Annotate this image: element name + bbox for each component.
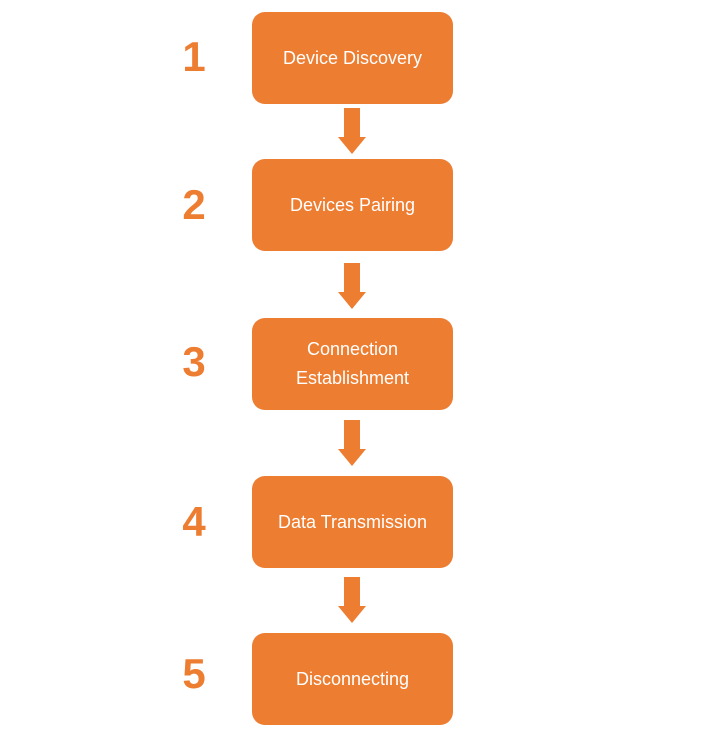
arrow-down-icon [338,263,366,309]
step-2-label: Devices Pairing [289,194,416,215]
step-4-label: Data Transmission [277,511,428,532]
arrow-down-icon [338,577,366,623]
step-1-number: 1 [182,33,206,80]
step-3-box: Connection Establishment [252,318,453,410]
step-5-box: Disconnecting [252,633,453,725]
arrow-down-icon [338,108,366,154]
step-4-box: Data Transmission [252,476,453,568]
step-3-number: 3 [182,338,206,385]
step-3-label: Connection Establishment [295,339,410,388]
arrow-down-icon [338,420,366,466]
step-2-number: 2 [182,181,206,228]
step-4-number: 4 [182,498,206,545]
step-2-box: Devices Pairing [252,159,453,251]
step-1-box: Device Discovery [252,12,453,104]
step-1-label: Device Discovery [282,47,423,68]
step-5-number: 5 [182,650,206,697]
step-5-label: Disconnecting [295,668,410,689]
